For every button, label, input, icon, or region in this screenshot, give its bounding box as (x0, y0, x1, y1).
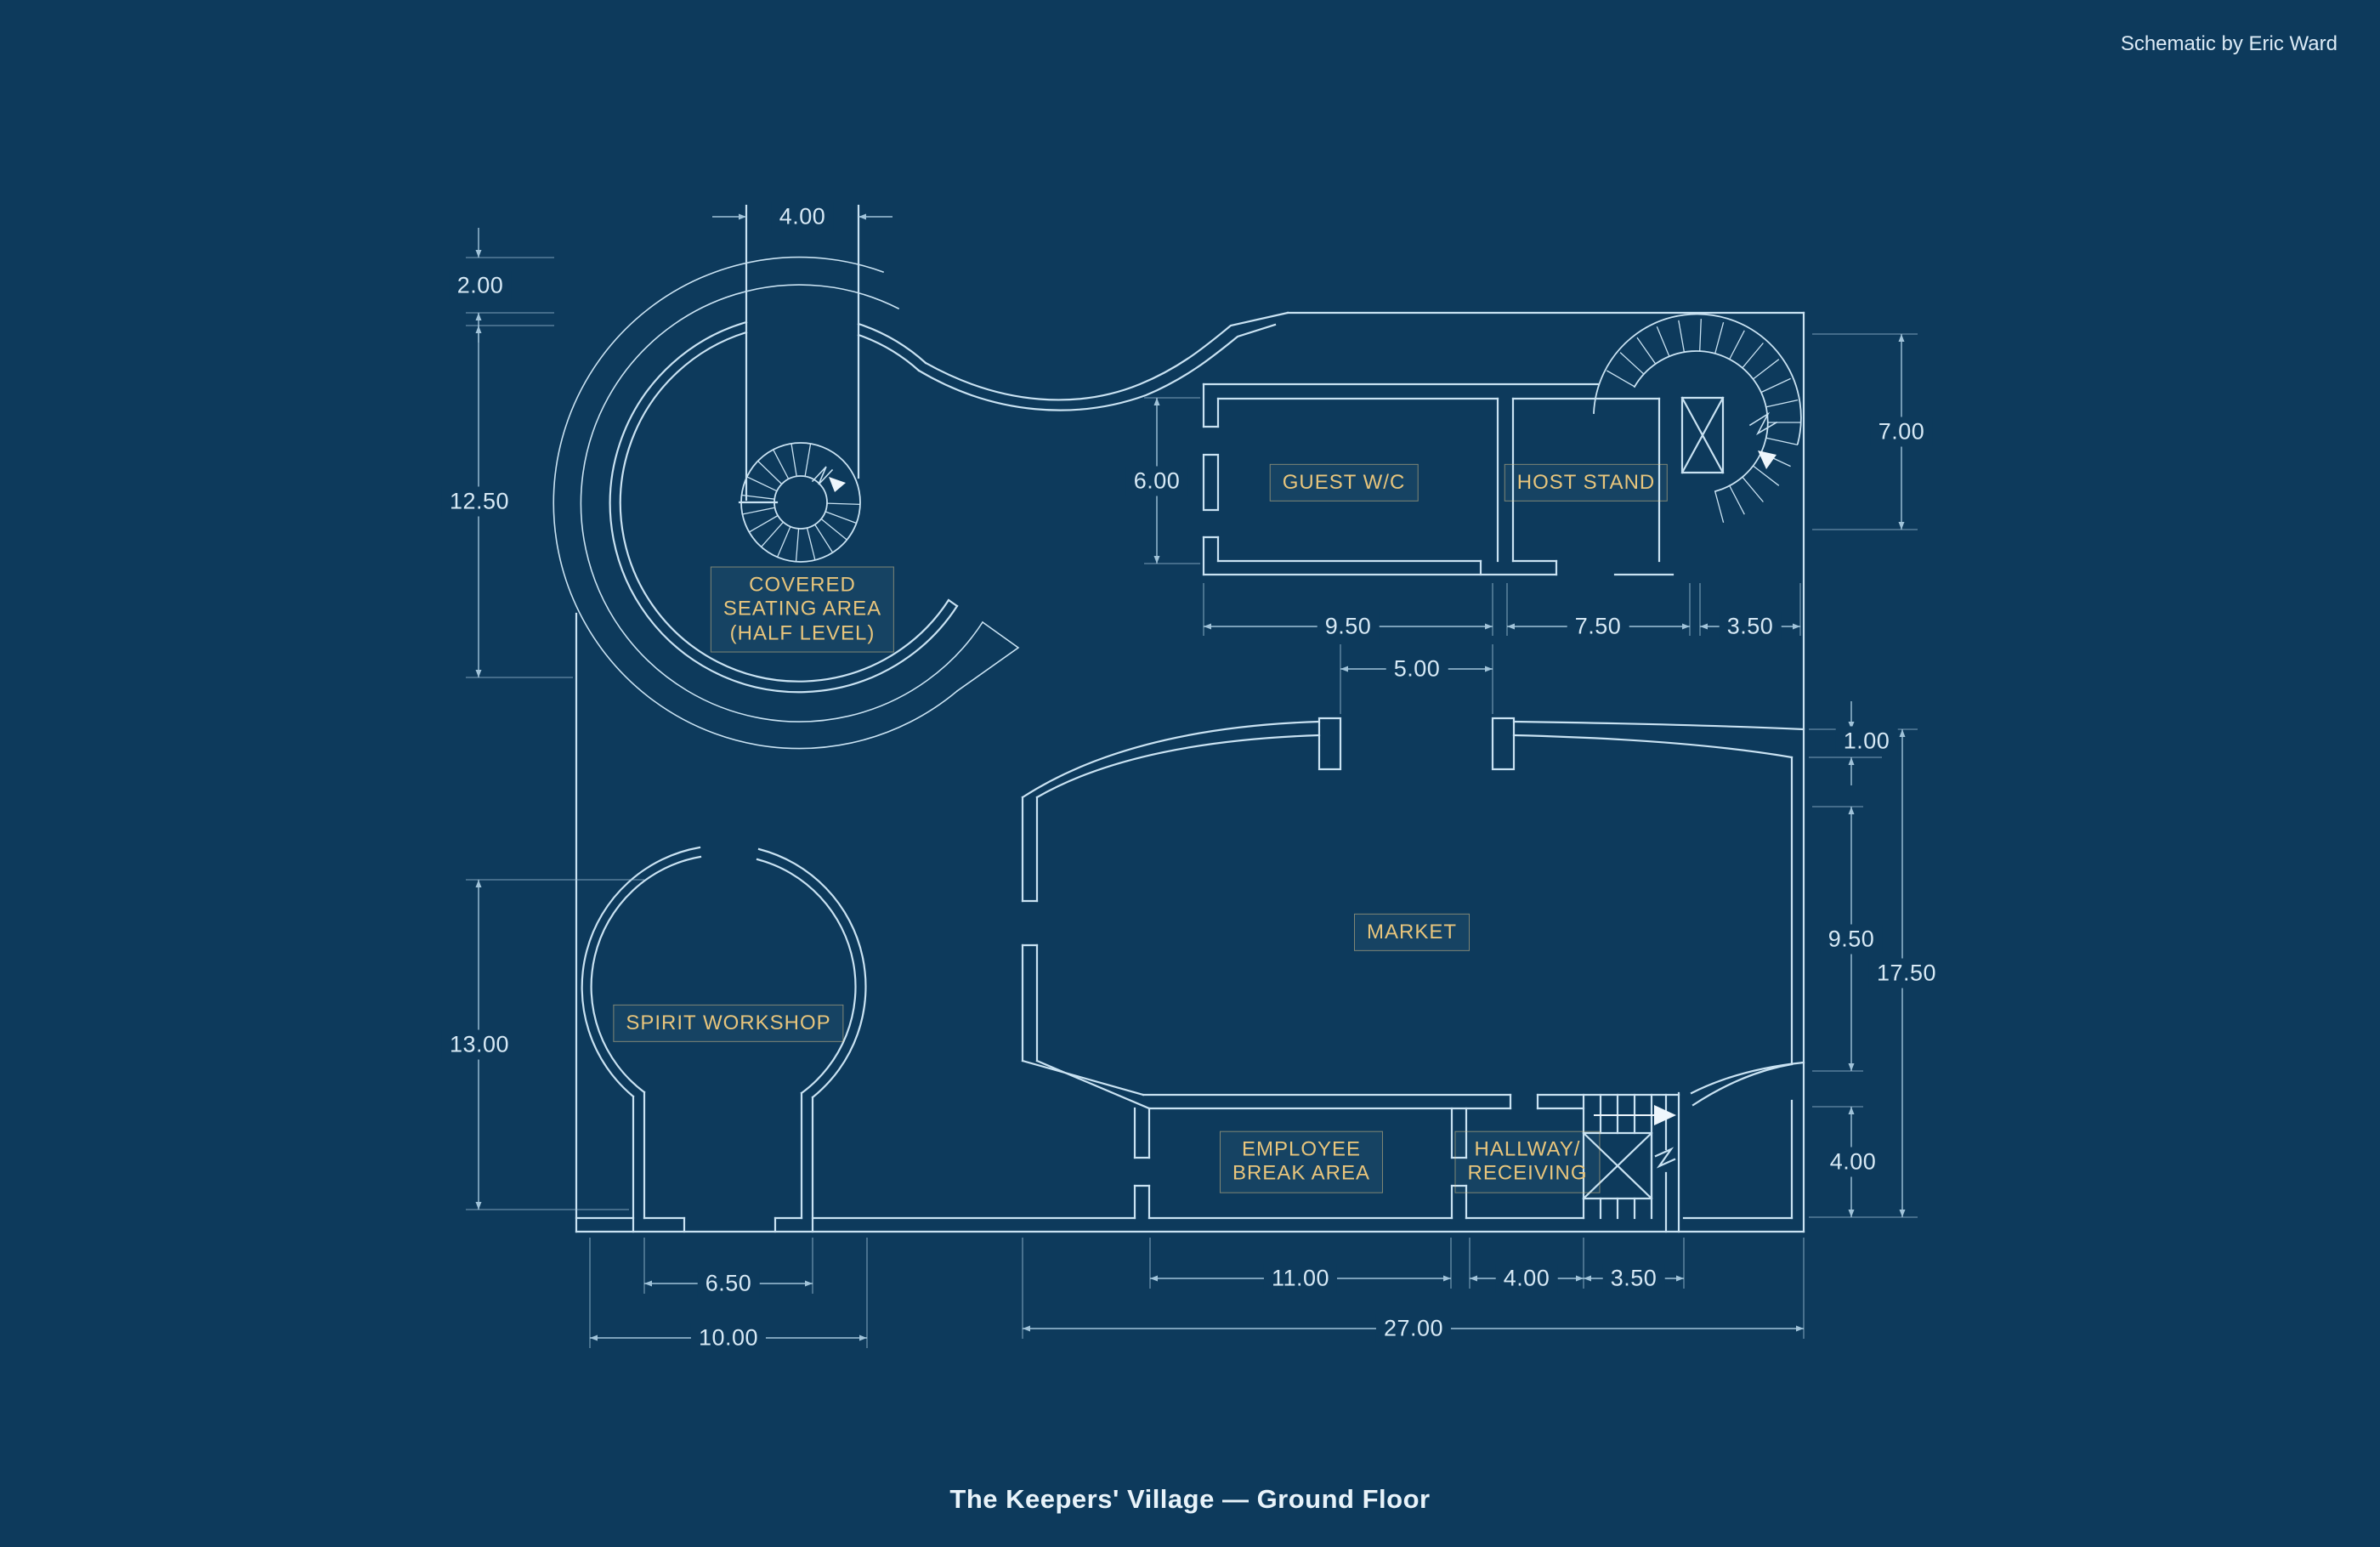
label-market: MARKET (1353, 913, 1470, 952)
stair-direction-arrows (829, 450, 1776, 1125)
label-covered-seating-line2: SEATING AREA (722, 597, 882, 620)
elevator-shaft-north (1680, 396, 1725, 474)
spiral-stair-treads (741, 443, 861, 562)
label-spirit-workshop: SPIRIT WORKSHOP (613, 1004, 844, 1043)
label-employee-break-line1: EMPLOYEE (1241, 1137, 1362, 1161)
wc-host-block-walls (1202, 382, 1674, 576)
page-title: The Keepers' Village — Ground Floor (949, 1484, 1431, 1514)
covered-seating-walls (609, 320, 959, 694)
dim-market-door: 5.00 (1386, 654, 1448, 684)
dim-wc-height: 6.00 (1125, 466, 1188, 496)
label-host-stand: HOST STAND (1504, 463, 1669, 502)
seating-walkway-arcs (552, 256, 1020, 750)
dim-break-width: 11.00 (1263, 1263, 1338, 1294)
curved-staircase-walls (1593, 313, 1802, 493)
south-staircase-walls (1582, 1091, 1680, 1233)
dim-stair-bottom-width: 3.50 (1602, 1263, 1665, 1294)
label-covered-seating-line1: COVERED (749, 573, 856, 597)
dim-wall-thickness: 1.00 (1835, 726, 1898, 756)
dim-left-offset: 2.00 (449, 270, 512, 301)
dim-left-lower: 13.00 (441, 1029, 518, 1060)
market-walls (1021, 717, 1805, 1110)
curved-stair-arrow-icon (1758, 450, 1776, 469)
dim-workshop-door: 6.50 (697, 1268, 760, 1299)
extension-lines (466, 257, 1918, 1348)
label-covered-seating-line3: (HALF LEVEL) (729, 621, 876, 645)
credit-text: Schematic by Eric Ward (2120, 32, 2338, 55)
dim-left-upper: 12.50 (441, 486, 518, 517)
dim-workshop-width: 10.00 (690, 1323, 767, 1353)
building-envelope (575, 311, 1805, 1233)
dim-market-height: 9.50 (1820, 924, 1883, 955)
dim-bridge-width: 4.00 (771, 201, 834, 232)
label-hallway-receiving: HALLWAY/ RECEIVING (1454, 1130, 1601, 1193)
south-stair-arrow-icon (1654, 1105, 1676, 1125)
break-hallway-walls (1133, 1093, 1680, 1220)
dim-host-width: 7.50 (1567, 611, 1629, 642)
dim-right-total: 17.50 (1868, 958, 1945, 989)
dimension-lines (475, 213, 1906, 1341)
dim-hall-width: 4.00 (1495, 1263, 1558, 1294)
dim-stair-top-width: 3.50 (1719, 611, 1782, 642)
dim-right-upper: 7.00 (1870, 416, 1933, 447)
label-employee-break: EMPLOYEE BREAK AREA (1219, 1130, 1384, 1193)
spiral-staircase-walls (740, 411, 1778, 563)
curved-stair-treads (1606, 319, 1800, 523)
label-covered-seating: COVERED SEATING AREA (HALF LEVEL) (710, 566, 895, 653)
dim-wc-width: 9.50 (1317, 611, 1380, 642)
spirit-workshop-walls (581, 846, 867, 1233)
building-walls (552, 204, 1805, 1233)
bridge-walls (738, 204, 860, 504)
label-hallway-line2: RECEIVING (1467, 1162, 1588, 1185)
label-hallway-line1: HALLWAY/ (1474, 1137, 1581, 1161)
north-curved-wall (917, 311, 1805, 411)
spiral-stair-arrow-icon (829, 477, 846, 492)
dim-right-lower: 4.00 (1822, 1147, 1884, 1177)
dim-overall-width: 27.00 (1375, 1313, 1452, 1344)
label-guest-wc: GUEST W/C (1269, 463, 1419, 502)
label-employee-break-line2: BREAK AREA (1232, 1162, 1371, 1185)
